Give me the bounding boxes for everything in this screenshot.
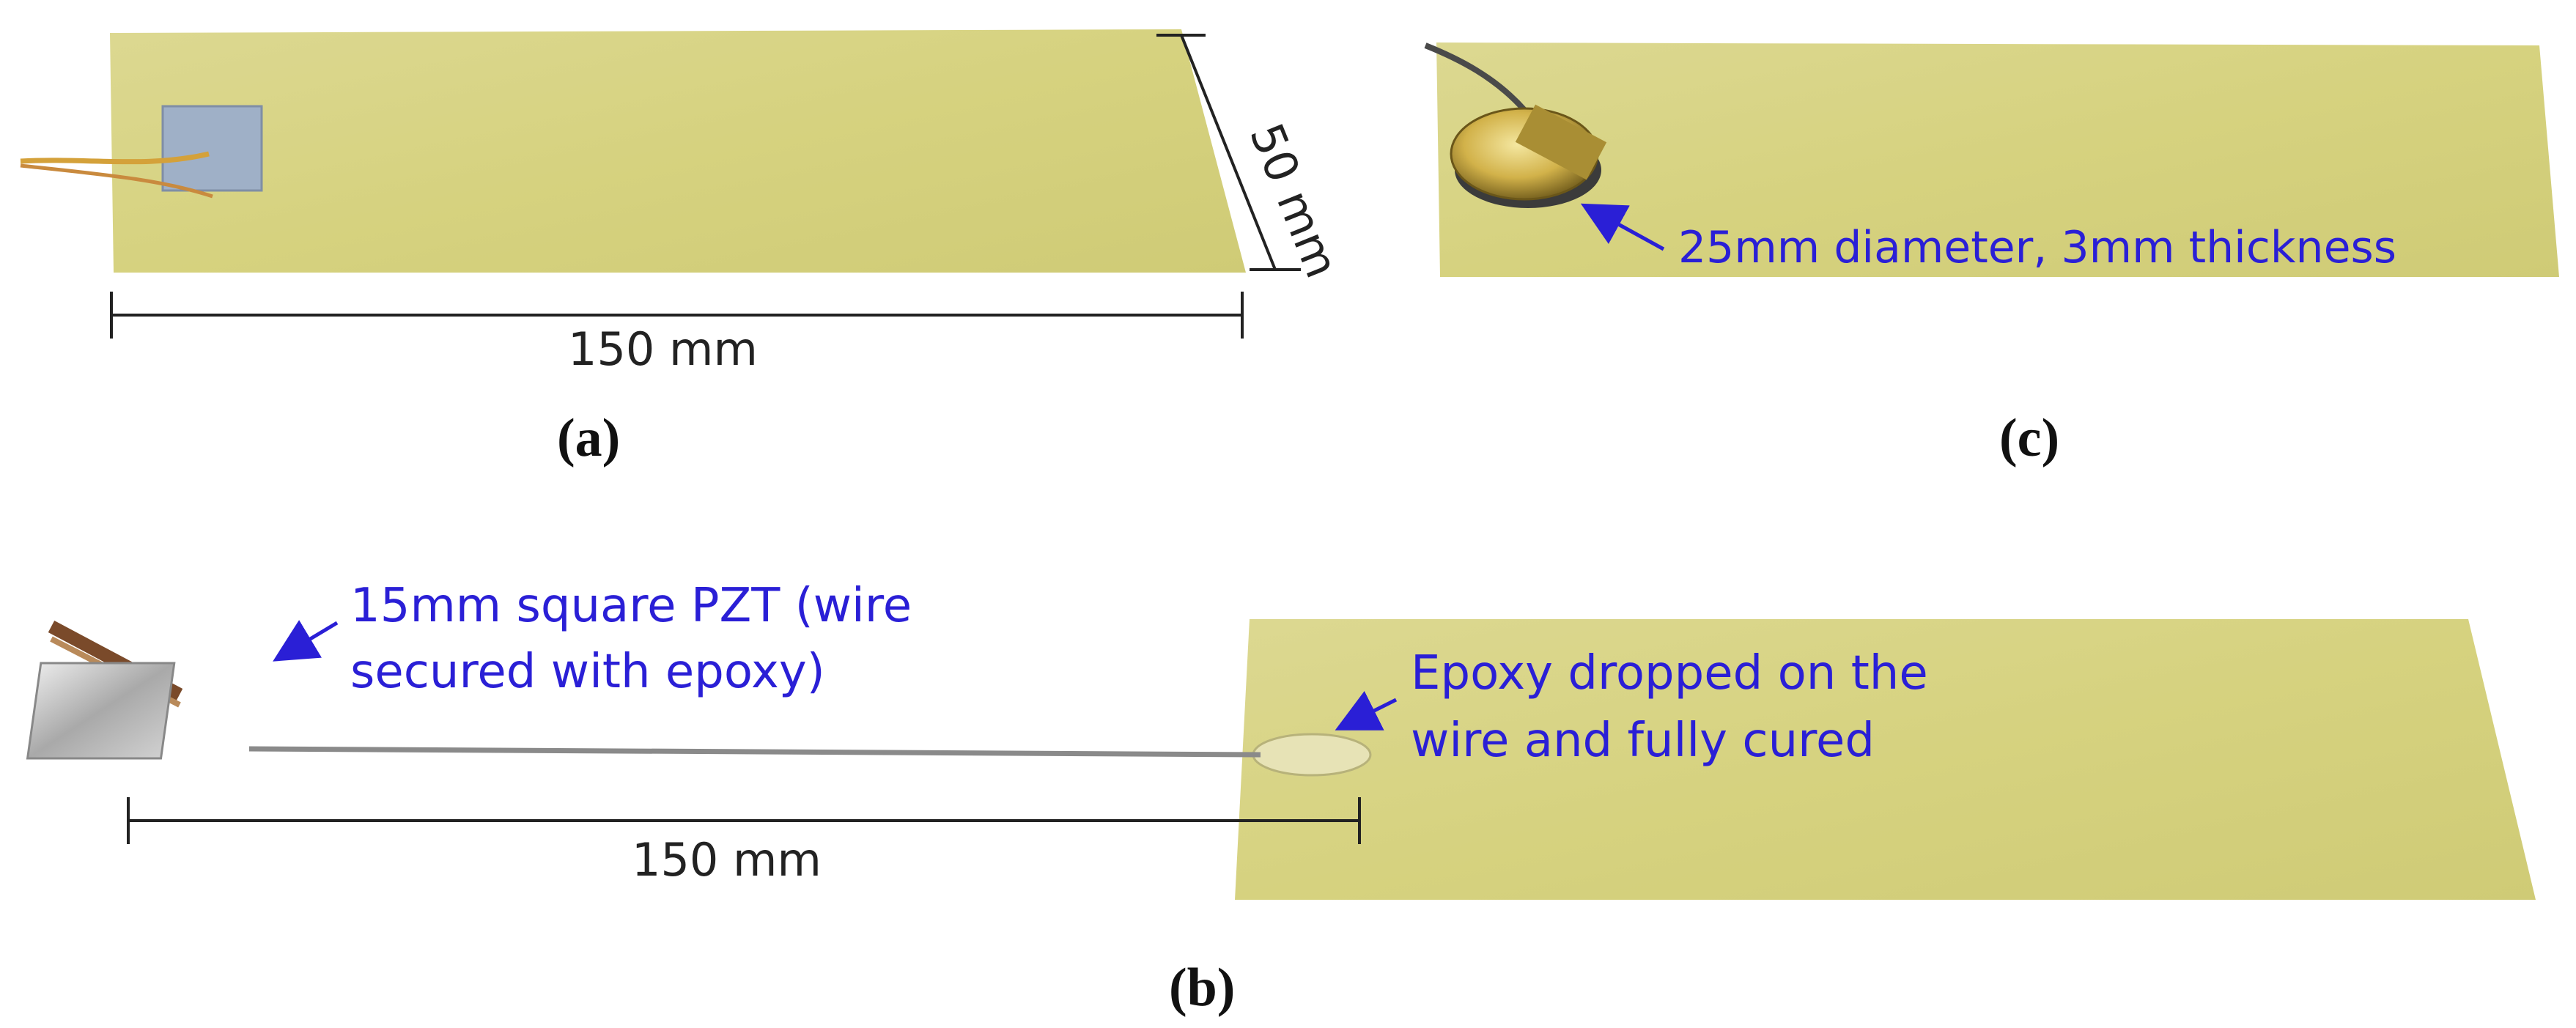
pzt-label-b-line1: 15mm square PZT (wire bbox=[350, 579, 912, 633]
epoxy-label-b-line2: wire and fully cured bbox=[1411, 714, 1875, 768]
disc-arrow-c bbox=[1580, 203, 1665, 251]
lead-wire-a bbox=[20, 151, 210, 165]
disc-wire-c bbox=[1424, 42, 1527, 112]
specimen-plate-a bbox=[110, 29, 1246, 273]
specimen-plate-b bbox=[1235, 619, 2536, 900]
signal-wire-b bbox=[248, 746, 1261, 758]
panel-a: 50 mm 150 mm (a) bbox=[20, 29, 1349, 468]
length-label-b: 150 mm bbox=[632, 833, 822, 887]
panel-b: 15mm square PZT (wire secured with epoxy… bbox=[26, 579, 2536, 1018]
specimen-plate-c bbox=[1436, 42, 2559, 277]
pzt-patch-a bbox=[161, 105, 263, 192]
caption-b: (b) bbox=[1169, 958, 1235, 1018]
pzt-square-b bbox=[26, 662, 176, 760]
width-dimension-line-a bbox=[1180, 34, 1277, 270]
panel-c: 25mm diameter, 3mm thickness (c) bbox=[1424, 42, 2559, 468]
lead-wire-a-2 bbox=[20, 163, 213, 199]
width-label-a: 50 mm bbox=[1239, 116, 1349, 285]
epoxy-label-b-line1: Epoxy dropped on the bbox=[1411, 646, 1928, 700]
length-label-a: 150 mm bbox=[568, 322, 758, 376]
disc-electrode-tab-c bbox=[1515, 104, 1607, 180]
pzt-arrow-b bbox=[273, 620, 339, 662]
caption-c: (c) bbox=[1999, 408, 2059, 468]
pzt-label-b-line2: secured with epoxy) bbox=[350, 645, 825, 699]
caption-a: (a) bbox=[557, 408, 620, 468]
disc-label-c: 25mm diameter, 3mm thickness bbox=[1678, 222, 2396, 273]
epoxy-drop-b bbox=[1252, 733, 1372, 777]
epoxy-arrow-b bbox=[1335, 691, 1398, 731]
